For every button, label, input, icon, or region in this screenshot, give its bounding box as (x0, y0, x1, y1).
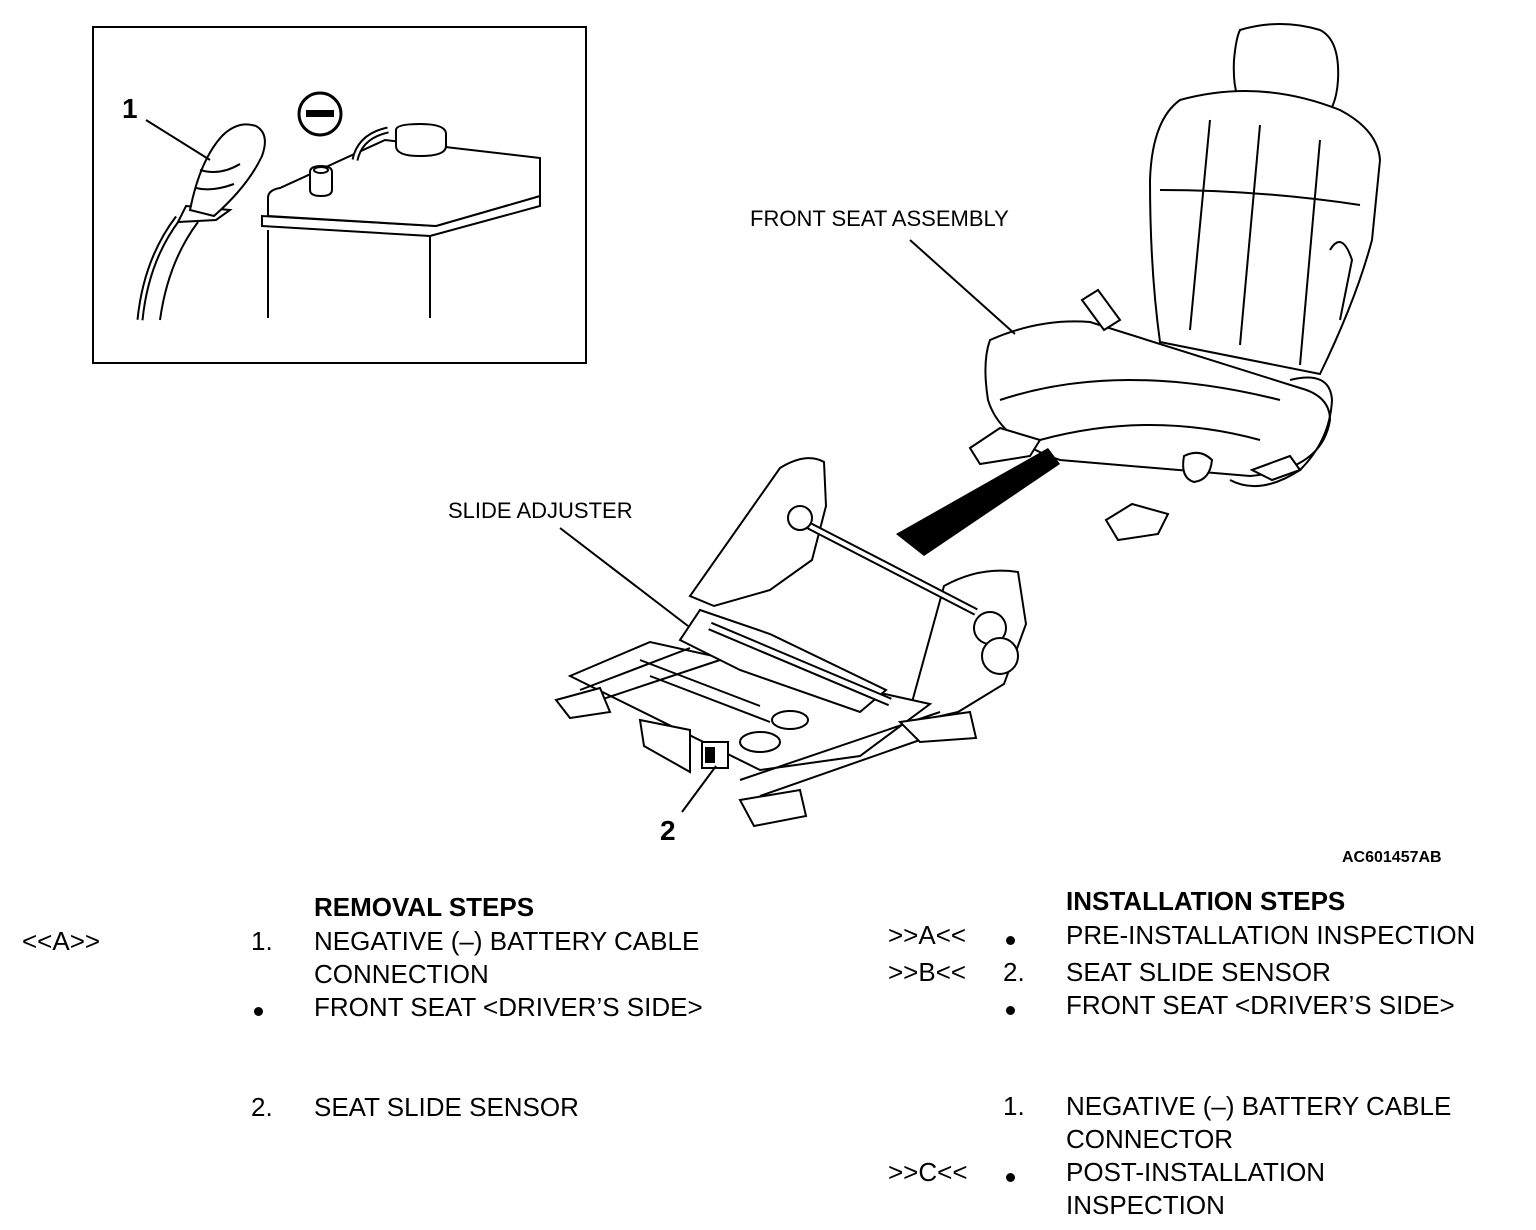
slide-adjuster-icon (554, 457, 1028, 828)
callout-2: 2 (660, 815, 676, 846)
front-seat-icon (968, 23, 1382, 542)
installation-step-number: 2. (1003, 957, 1025, 987)
installation-ref-a: >>A<< (888, 920, 967, 950)
leader-line-2 (681, 765, 717, 813)
removal-steps-heading: REMOVAL STEPS (314, 892, 535, 922)
bullet-icon (254, 1007, 263, 1016)
leader-line-slide-adjuster (559, 527, 689, 627)
slide-adjuster-label: SLIDE ADJUSTER (448, 498, 633, 523)
battery-inset: 1 (92, 26, 587, 364)
cable-clamp-icon (136, 123, 266, 321)
removal-step-text: FRONT SEAT <DRIVER’S SIDE> (314, 992, 703, 1022)
battery-icon (261, 122, 541, 318)
installation-step-text: INSPECTION (1066, 1190, 1225, 1220)
installation-step-text: SEAT SLIDE SENSOR (1066, 957, 1331, 987)
removal-step-text: SEAT SLIDE SENSOR (314, 1092, 579, 1122)
bullet-icon (1006, 1006, 1015, 1015)
removal-step-text: NEGATIVE (–) BATTERY CABLE (314, 926, 700, 956)
installation-step-text: CONNECTOR (1066, 1124, 1234, 1154)
minus-terminal-icon (297, 91, 343, 137)
bullet-icon (1006, 936, 1015, 945)
callout-1: 1 (122, 93, 138, 124)
removal-step-number: 1. (251, 926, 273, 956)
installation-ref-c: >>C<< (888, 1157, 968, 1187)
installation-ref-b: >>B<< (888, 957, 967, 987)
removal-step-text: CONNECTION (314, 959, 489, 989)
figure-code: AC601457AB (1342, 849, 1442, 866)
removal-step-number: 2. (251, 1092, 273, 1122)
removal-ref-a: <<A>> (22, 926, 101, 956)
inset-frame (92, 26, 587, 364)
bullet-icon (1006, 1173, 1015, 1182)
leader-line-1 (145, 119, 211, 161)
installation-steps-heading: INSTALLATION STEPS (1066, 886, 1346, 916)
installation-step-number: 1. (1003, 1091, 1025, 1121)
installation-step-text: FRONT SEAT <DRIVER’S SIDE> (1066, 990, 1455, 1020)
installation-step-text: POST-INSTALLATION (1066, 1157, 1326, 1187)
installation-step-text: PRE-INSTALLATION INSPECTION (1066, 920, 1476, 950)
front-seat-assembly-label: FRONT SEAT ASSEMBLY (750, 206, 1009, 231)
direction-arrow-icon (896, 448, 1060, 556)
leader-line-front-seat (909, 239, 1016, 335)
installation-step-text: NEGATIVE (–) BATTERY CABLE (1066, 1091, 1452, 1121)
